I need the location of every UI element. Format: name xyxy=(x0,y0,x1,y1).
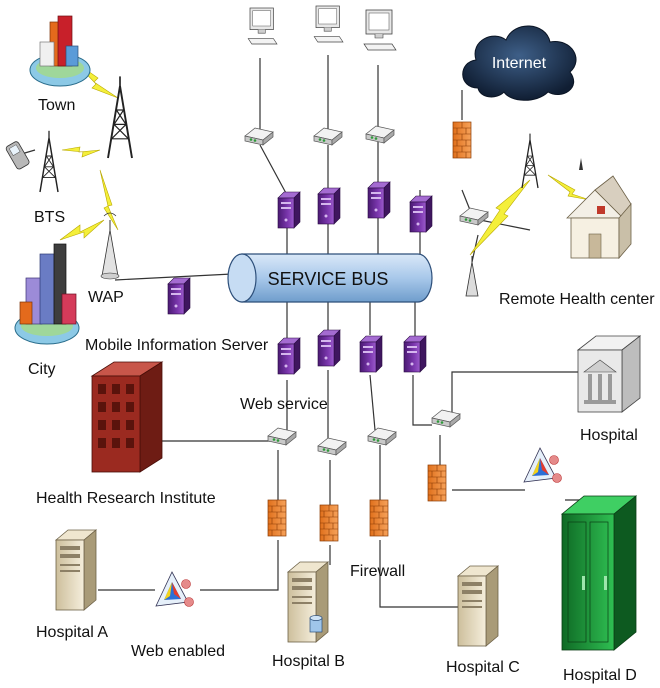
internet-label: Internet xyxy=(492,55,547,72)
firewall-icon xyxy=(427,464,447,502)
hospital-a-label: Hospital A xyxy=(36,624,108,641)
web-enabled-icon xyxy=(155,571,194,607)
cell-tower-icon xyxy=(107,75,133,159)
cloud-icon: Internet xyxy=(462,25,577,101)
web-enabled-icon xyxy=(523,447,562,483)
tower-server-icon xyxy=(287,561,329,643)
server-icon xyxy=(277,191,301,229)
service-bus-label: SERVICE BUS xyxy=(268,269,389,289)
firewall-icon xyxy=(452,121,472,159)
town-icon xyxy=(29,15,91,87)
web-enabled-label: Web enabled xyxy=(131,643,225,660)
server-icon xyxy=(359,335,383,373)
router-icon xyxy=(459,207,489,226)
wap-label: WAP xyxy=(88,289,124,306)
hospital-b-label: Hospital B xyxy=(272,653,345,670)
health-research-institute-label: Health Research Institute xyxy=(36,490,216,507)
house-icon xyxy=(566,158,632,260)
cell-tower-icon xyxy=(521,132,539,189)
bank-building-icon xyxy=(576,335,642,413)
server-icon xyxy=(277,337,301,375)
web-service-label: Web service xyxy=(240,396,328,413)
tower-server-icon xyxy=(457,565,499,647)
city-label: City xyxy=(28,361,56,378)
wap-antenna-icon xyxy=(100,212,120,280)
pc-icon xyxy=(247,7,278,45)
hospital-c-label: Hospital C xyxy=(446,659,520,676)
pc-icon xyxy=(313,5,344,43)
hospital-d-label: Hospital D xyxy=(563,667,637,684)
server-icon xyxy=(317,187,341,225)
town-label: Town xyxy=(38,97,75,114)
connection-lines xyxy=(17,55,590,608)
server-icon xyxy=(409,195,433,233)
router-icon xyxy=(244,127,274,146)
mobile-information-server-label: Mobile Information Server xyxy=(85,337,269,354)
city-icon xyxy=(14,243,80,345)
bts-label: BTS xyxy=(34,209,65,226)
wap-antenna-icon xyxy=(465,256,479,297)
hospital-label: Hospital xyxy=(580,427,638,444)
firewall-label: Firewall xyxy=(350,563,405,580)
firewall-icon xyxy=(267,499,287,537)
router-icon xyxy=(431,409,461,428)
router-icon xyxy=(267,427,297,446)
firewall-icon xyxy=(319,504,339,542)
router-icon xyxy=(367,427,397,446)
pc-icon xyxy=(363,9,397,51)
office-building-icon xyxy=(90,361,164,473)
mobile-phone-icon xyxy=(5,141,30,170)
router-icon xyxy=(313,127,343,146)
cell-tower-icon xyxy=(39,130,59,193)
server-icon xyxy=(167,277,191,315)
firewall-icon xyxy=(369,499,389,537)
router-icon xyxy=(317,437,347,456)
service-bus: SERVICE BUS xyxy=(227,253,433,303)
server-icon xyxy=(403,335,427,373)
remote-health-center-label: Remote Health center xyxy=(499,291,655,308)
server-icon xyxy=(367,181,391,219)
server-icon xyxy=(317,329,341,367)
router-icon xyxy=(365,125,395,144)
tower-server-icon xyxy=(55,529,97,611)
rack-server-icon xyxy=(560,495,638,651)
